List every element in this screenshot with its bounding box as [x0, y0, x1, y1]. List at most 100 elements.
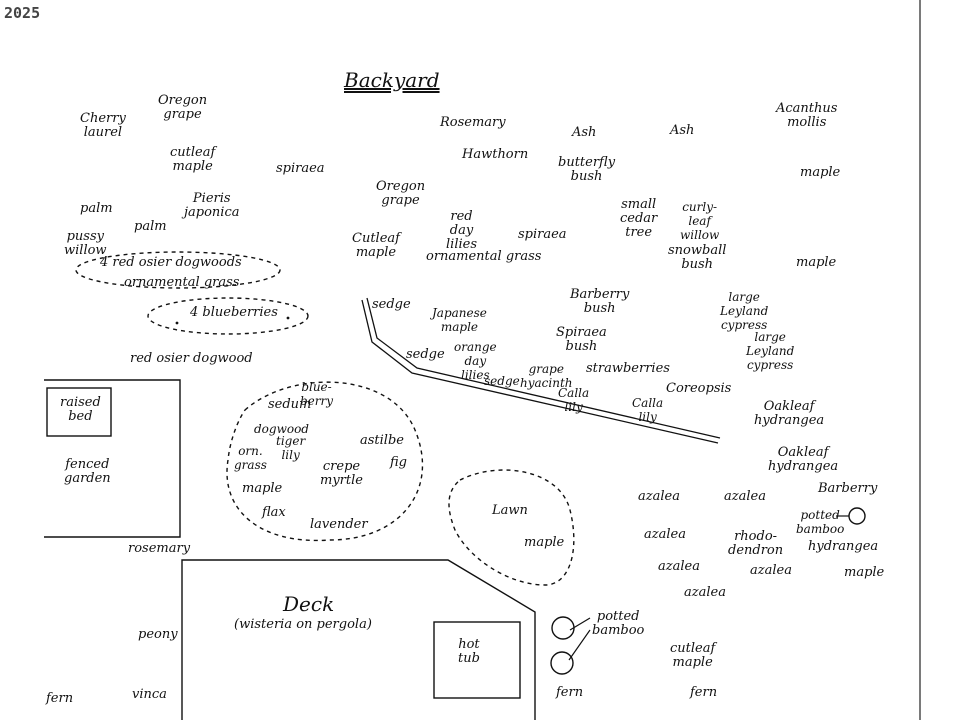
plant-hydrangea: hydrangea [808, 539, 879, 554]
plant-barberry: Barberry [818, 481, 878, 496]
plant-fern: fern [690, 685, 718, 700]
plant-red-osier-dogwood: red osier dogwood [130, 351, 253, 366]
plant-fig: fig [390, 455, 407, 470]
plant-flax: flax [262, 505, 286, 520]
plant-ash: Ash [572, 125, 597, 140]
plant-hawthorn: Hawthorn [462, 147, 529, 162]
plant-sedge: sedge [406, 347, 445, 362]
page-title: Backyard [344, 68, 440, 92]
blueberry-bed-outline [147, 297, 309, 335]
bamboo-pot-3 [848, 507, 866, 525]
plant-rosemary: rosemary [128, 541, 191, 556]
plant-azalea: azalea [750, 563, 792, 578]
plant-dogwood: dogwood [254, 422, 309, 436]
plant-blueberry: blue-berry [300, 380, 334, 408]
deck-outline [181, 559, 536, 720]
plant-coreopsis: Coreopsis [666, 381, 732, 396]
plant-spiraea: spiraea [518, 227, 567, 242]
deck-label: Deck [283, 592, 335, 616]
bamboo-pot-1 [551, 616, 575, 640]
dogwood-bed-outline [75, 251, 281, 289]
plant-astilbe: astilbe [360, 433, 404, 448]
plant-fern: fern [46, 691, 74, 706]
bamboo-pot-2 [550, 651, 574, 675]
plant-sedge: sedge [372, 297, 411, 312]
plant-maple: maple [524, 535, 565, 550]
bamboo-arrow-1 [569, 617, 591, 631]
plant-lavender: lavender [310, 517, 368, 532]
plant-strawberries: strawberries [586, 361, 670, 376]
plant-ash: Ash [670, 123, 695, 138]
plant-maple: maple [844, 565, 885, 580]
lawn-outline [448, 469, 575, 586]
plant-spiraea: spiraea [276, 161, 325, 176]
plant-azalea: azalea [638, 489, 680, 504]
plant-peony: peony [138, 627, 178, 642]
plant-ornamental-grass: orn.grass [234, 444, 267, 472]
deck-note: (wisteria on pergola) [234, 617, 372, 632]
plant-ornamental-grass: ornamental grass [124, 275, 240, 290]
plant-maple: maple [796, 255, 837, 270]
plant-ornamental-grass: ornamental grass [426, 249, 542, 264]
path-line-2 [366, 297, 721, 439]
plant-palm: palm [80, 201, 113, 216]
plant-fern: fern [556, 685, 584, 700]
plant-palm: palm [134, 219, 167, 234]
hot-tub-outline [433, 621, 521, 699]
year-label: 2025 [4, 4, 41, 22]
plant-azalea: azalea [658, 559, 700, 574]
lawn-label: Lawn [492, 503, 528, 518]
plant-azalea: azalea [644, 527, 686, 542]
plant-sedge: sedge [484, 374, 520, 388]
raised-bed-outline [46, 387, 112, 437]
plant-azalea: azalea [684, 585, 726, 600]
fenced-garden-outline [44, 379, 181, 538]
bed-blueberries: 4 blueberries [190, 305, 278, 320]
plant-rosemary: Rosemary [440, 115, 506, 130]
plant-rhododendron: rhodo-dendron [728, 529, 784, 558]
bamboo-arrow-2 [568, 629, 591, 661]
circle-bed-outline [226, 381, 424, 542]
bed-dogwoods: 4 red osier dogwoods [100, 255, 242, 270]
plant-vinca: vinca [132, 687, 167, 702]
plant-maple: maple [242, 481, 283, 496]
plant-azalea: azalea [724, 489, 766, 504]
plant-maple: maple [800, 165, 841, 180]
plant-sedum: sedum [268, 397, 312, 412]
path-line-1 [361, 299, 719, 444]
